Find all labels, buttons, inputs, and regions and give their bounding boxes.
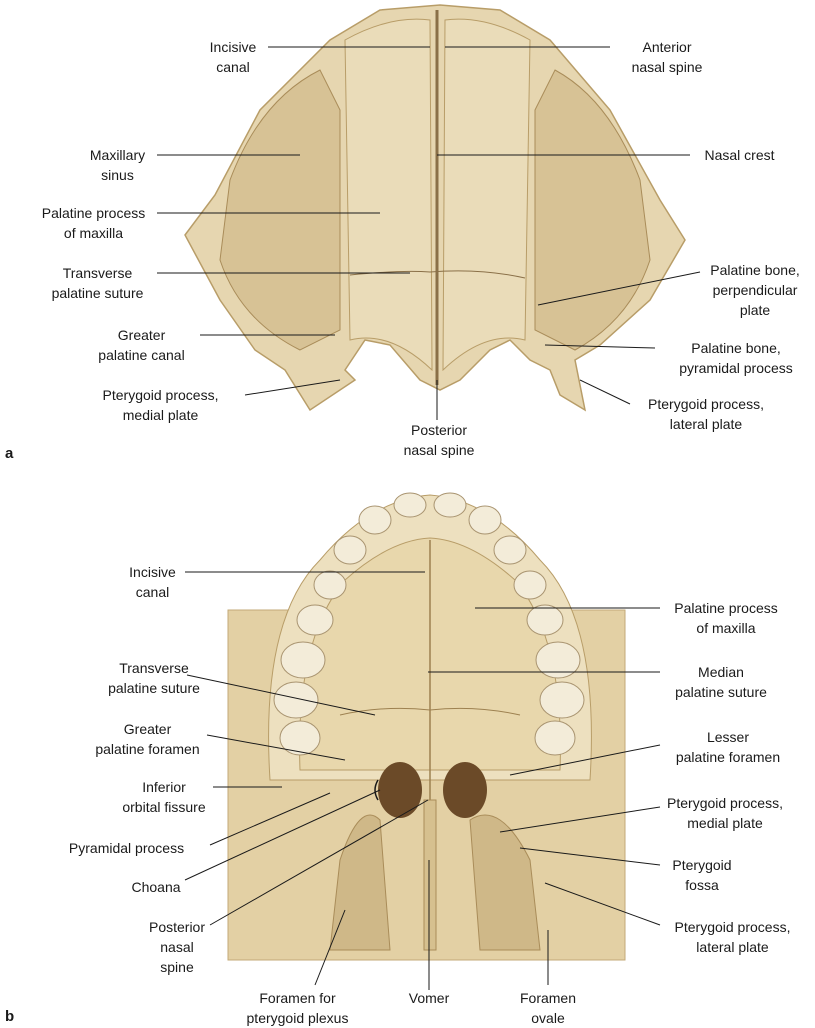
- label-palatine-bone-perpendicular-plate: Palatine bone, perpendicular plate: [710, 262, 800, 318]
- leader-lines: [157, 46, 701, 990]
- label-pterygoid-process-lateral-plate: Pterygoid process, lateral plate: [648, 396, 764, 432]
- label-pterygoid-process-medial-plate-b: Pterygoid process, medial plate: [667, 795, 783, 831]
- panel-letter-a: a: [5, 445, 14, 462]
- label-vomer: Vomer: [408, 990, 450, 1006]
- label-greater-palatine-foramen: Greater palatine foramen: [95, 721, 200, 757]
- label-inferior-orbital-fissure: Inferior orbital fissure: [122, 779, 206, 815]
- label-palatine-process-of-maxilla-b: Palatine process of maxilla: [674, 600, 778, 636]
- label-foramen-ovale: Foramen ovale: [519, 990, 577, 1026]
- label-incisive-canal: Incisive canal: [209, 39, 257, 75]
- label-transverse-palatine-suture-b: Transverse palatine suture: [108, 660, 200, 696]
- hard-palate-superior-view: [184, 4, 686, 412]
- label-choana: Choana: [131, 879, 181, 895]
- label-pterygoid-fossa: Pterygoid fossa: [672, 857, 732, 893]
- label-transverse-palatine-suture: Transverse palatine suture: [51, 265, 144, 301]
- label-pterygoid-process-lateral-plate-b: Pterygoid process, lateral plate: [674, 919, 791, 955]
- label-lesser-palatine-foramen: Lesser palatine foramen: [675, 729, 781, 765]
- label-pyramidal-process: Pyramidal process: [68, 840, 185, 856]
- label-anterior-nasal-spine: Anterior nasal spine: [631, 39, 703, 75]
- skull-base-inferior-view: [227, 492, 626, 961]
- label-pterygoid-process-medial-plate: Pterygoid process, medial plate: [102, 387, 219, 423]
- label-maxillary-sinus: Maxillary sinus: [89, 147, 146, 183]
- label-posterior-nasal-spine: Posterior nasal spine: [403, 422, 475, 458]
- label-incisive-canal-b: Incisive canal: [129, 564, 176, 600]
- label-nasal-crest: Nasal crest: [704, 147, 775, 163]
- label-greater-palatine-canal: Greater palatine canal: [98, 327, 185, 363]
- label-palatine-process-of-maxilla: Palatine process of maxilla: [41, 205, 146, 241]
- label-palatine-bone-pyramidal-process: Palatine bone, pyramidal process: [679, 340, 793, 376]
- panel-letter-b: b: [5, 1008, 15, 1025]
- label-median-palatine-suture: Median palatine suture: [675, 664, 767, 700]
- label-foramen-for-pterygoid-plexus: Foramen for pterygoid plexus: [246, 990, 349, 1026]
- label-posterior-nasal-spine-b: Posterior nasal spine: [148, 919, 206, 975]
